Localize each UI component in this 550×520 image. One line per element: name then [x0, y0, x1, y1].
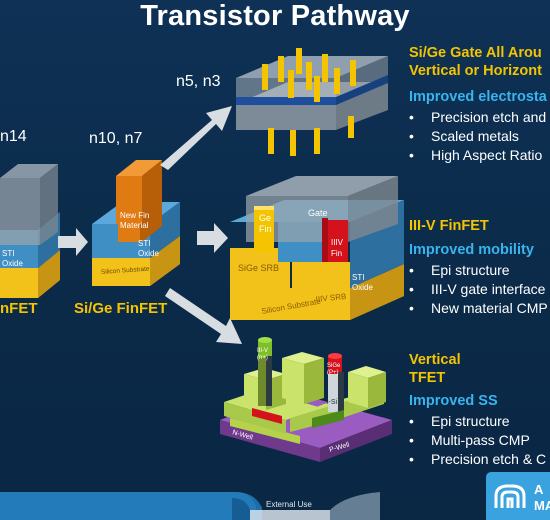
iiiv-sti-label: STI — [352, 273, 364, 282]
list-item: III-V gate interface — [409, 280, 548, 299]
list-item: Epi structure — [409, 412, 546, 431]
iiiv-oxide-label: Oxide — [352, 283, 373, 292]
middle-sti-label: STI — [138, 239, 150, 248]
logo-text-line-2: MA — [534, 498, 550, 513]
node-label-left: n14 — [0, 128, 27, 145]
list-item: New material CMP — [409, 299, 548, 318]
arrow-left-to-middle — [58, 228, 88, 256]
iiiv-srb-label: IIIV SRB — [315, 292, 346, 304]
company-logo — [486, 472, 550, 520]
logo-text: A MA — [534, 482, 550, 514]
ge-fin-label-1: Ge — [259, 213, 271, 223]
iiiv-subtitle: Improved mobility — [409, 242, 534, 258]
tfet-title-line-1: Vertical — [409, 352, 461, 368]
caption-middle: Si/Ge FinFET — [74, 300, 168, 317]
iiiv-fin-label-2: Fin — [331, 249, 342, 258]
left-sti-label: STI — [2, 249, 14, 258]
iiiv-title: III-V FinFET — [409, 218, 489, 234]
list-item: Multi-pass CMP — [409, 431, 546, 450]
left-oxide-label: Oxide — [2, 259, 23, 268]
list-item: Scaled metals — [409, 127, 546, 146]
iiiv-bullet-list: Epi structure III-V gate interface New m… — [409, 261, 548, 318]
footer-band — [0, 492, 380, 520]
list-item: Precision etch & C — [409, 450, 546, 469]
logo-text-line-1: A — [534, 482, 544, 497]
middle-finfet-block: New Fin Material STI Oxide Silicon Subst… — [92, 160, 180, 286]
sige-p-label-1: SiGe — [327, 363, 341, 369]
i-si-label: i-Si — [327, 399, 338, 406]
iiiv-n-label-2: (n+) — [257, 355, 268, 361]
caption-left: nFET — [0, 300, 38, 317]
list-item: Precision etch and — [409, 108, 546, 127]
gate-label: Gate — [308, 208, 328, 218]
tfet-title-line-2: TFET — [409, 370, 446, 386]
arrow-middle-to-tfet — [165, 288, 242, 344]
gaa-title-line-2: Vertical or Horizont — [409, 63, 542, 79]
new-fin-label-2: Material — [120, 221, 149, 230]
arrow-middle-to-iiiv — [197, 223, 228, 253]
iiiv-n-label-1: III-V — [257, 348, 268, 354]
middle-oxide-label: Oxide — [138, 249, 159, 258]
list-item: High Aspect Ratio — [409, 146, 546, 165]
new-fin-label-1: New Fin — [120, 211, 149, 220]
iiiv-fin-label-1: IIIV — [331, 238, 344, 247]
arrow-middle-to-gaa — [160, 106, 232, 170]
tfet-bullet-list: Epi structure Multi-pass CMP Precision e… — [409, 412, 546, 469]
iiiv-finfet-block: Ge Fin IIIV Fin Gate STI Oxide SiGe SRB … — [230, 176, 404, 320]
tfet-subtitle: Improved SS — [409, 393, 498, 409]
logo-mark-icon — [494, 484, 526, 508]
left-finfet-block: STI Oxide — [0, 164, 60, 298]
tfet-block: III-V (n+) SiGe (P+) i-Si N-Well P-Well — [220, 337, 392, 462]
ge-fin-label-2: Fin — [259, 224, 272, 234]
sige-p-label-2: (P+) — [327, 370, 339, 376]
list-item: Epi structure — [409, 261, 548, 280]
external-use-label: External Use — [266, 500, 312, 509]
middle-substrate-label: Silicon Substrate — [101, 266, 151, 276]
gaa-bullet-list: Precision etch and Scaled metals High As… — [409, 108, 546, 165]
gaa-block — [236, 48, 388, 156]
gaa-subtitle: Improved electrosta — [409, 89, 547, 105]
slide-title: Transistor Pathway — [140, 0, 410, 32]
node-label-middle: n10, n7 — [89, 130, 143, 147]
sige-srb-label: SiGe SRB — [238, 263, 279, 273]
gaa-title-line-1: Si/Ge Gate All Arou — [409, 45, 542, 61]
node-label-top: n5, n3 — [176, 73, 221, 90]
